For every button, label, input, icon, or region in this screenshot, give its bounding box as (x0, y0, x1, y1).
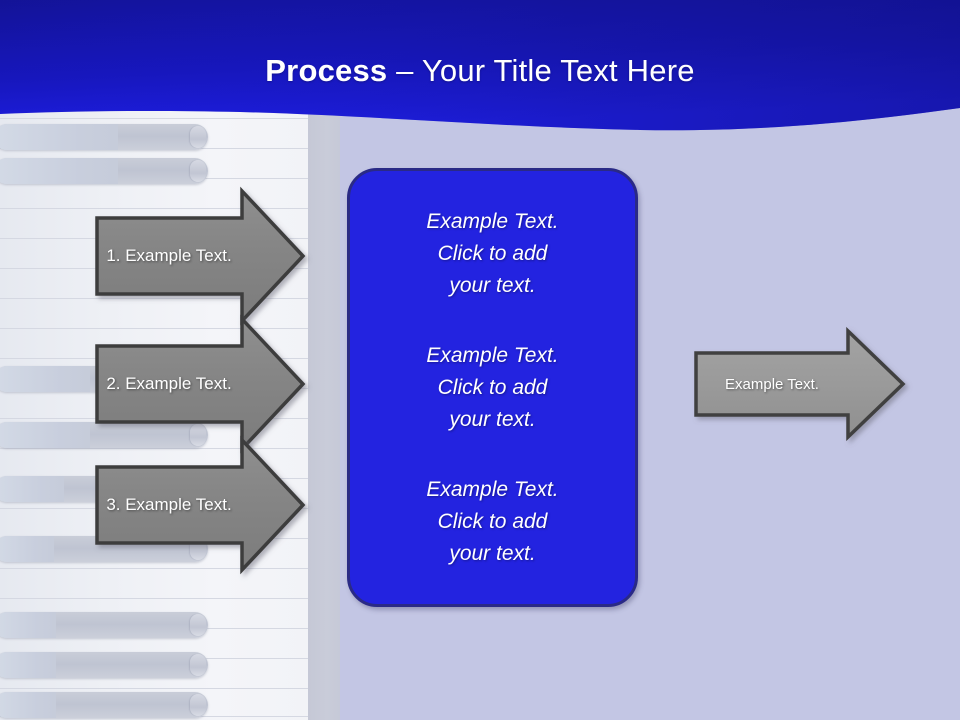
decor-stripe (0, 328, 308, 329)
center-paragraph-2-line3: your text. (449, 407, 536, 431)
step-arrow-3[interactable]: 3. Example Text. (94, 435, 306, 575)
decor-stripe (0, 568, 308, 569)
center-paragraph-1-line2: Click to add (437, 241, 548, 265)
center-paragraph-1-line1: Example Text. (426, 209, 559, 233)
decor-slider-bar (0, 158, 208, 184)
step-arrow-2[interactable]: 2. Example Text. (94, 314, 306, 454)
decor-slider-bar (0, 612, 208, 638)
decor-slider-bar (0, 652, 208, 678)
center-paragraph-2-line2: Click to add (437, 375, 548, 399)
center-paragraph-1: Example Text. Click to add your text. (350, 206, 635, 302)
decor-slider-bar (0, 692, 208, 718)
decor-slider-fill (0, 476, 64, 502)
decor-slider-bar (0, 422, 208, 448)
center-paragraph-1-line3: your text. (449, 273, 536, 297)
title-separator: – (387, 53, 422, 88)
decor-slider-fill (0, 652, 56, 678)
decor-stripe (0, 448, 308, 449)
center-content-box[interactable]: Example Text. Click to add your text. Ex… (347, 168, 638, 607)
vertical-divider-strip (308, 0, 340, 720)
header-band: Process – Your Title Text Here (0, 0, 960, 140)
decor-slider-fill (0, 124, 118, 150)
decor-slider-fill (0, 422, 90, 448)
title-strong: Process (265, 53, 388, 88)
decor-stripe (0, 598, 308, 599)
decor-slider-fill (0, 366, 90, 392)
decor-stripe (0, 298, 308, 299)
center-paragraph-3-line3: your text. (449, 541, 536, 565)
decor-slider-fill (0, 158, 118, 184)
decor-slider-fill (0, 536, 54, 562)
decor-stripe (0, 208, 308, 209)
decor-slider-fill (0, 612, 56, 638)
center-paragraph-3: Example Text. Click to add your text. (350, 474, 635, 570)
decor-slider-fill (0, 692, 56, 718)
center-paragraph-2-line1: Example Text. (426, 343, 559, 367)
page-title: Process – Your Title Text Here (0, 52, 960, 90)
decor-stripe (0, 688, 308, 689)
decor-slider-bar (0, 124, 208, 150)
center-paragraph-3-line1: Example Text. (426, 477, 559, 501)
center-paragraph-3-line2: Click to add (437, 509, 548, 533)
center-paragraph-2: Example Text. Click to add your text. (350, 340, 635, 436)
title-light: Your Title Text Here (421, 53, 695, 88)
step-arrow-1[interactable]: 1. Example Text. (94, 186, 306, 326)
output-arrow[interactable]: Example Text. (693, 326, 907, 442)
decor-stripe (0, 118, 308, 119)
header-wave-shape (0, 0, 960, 131)
